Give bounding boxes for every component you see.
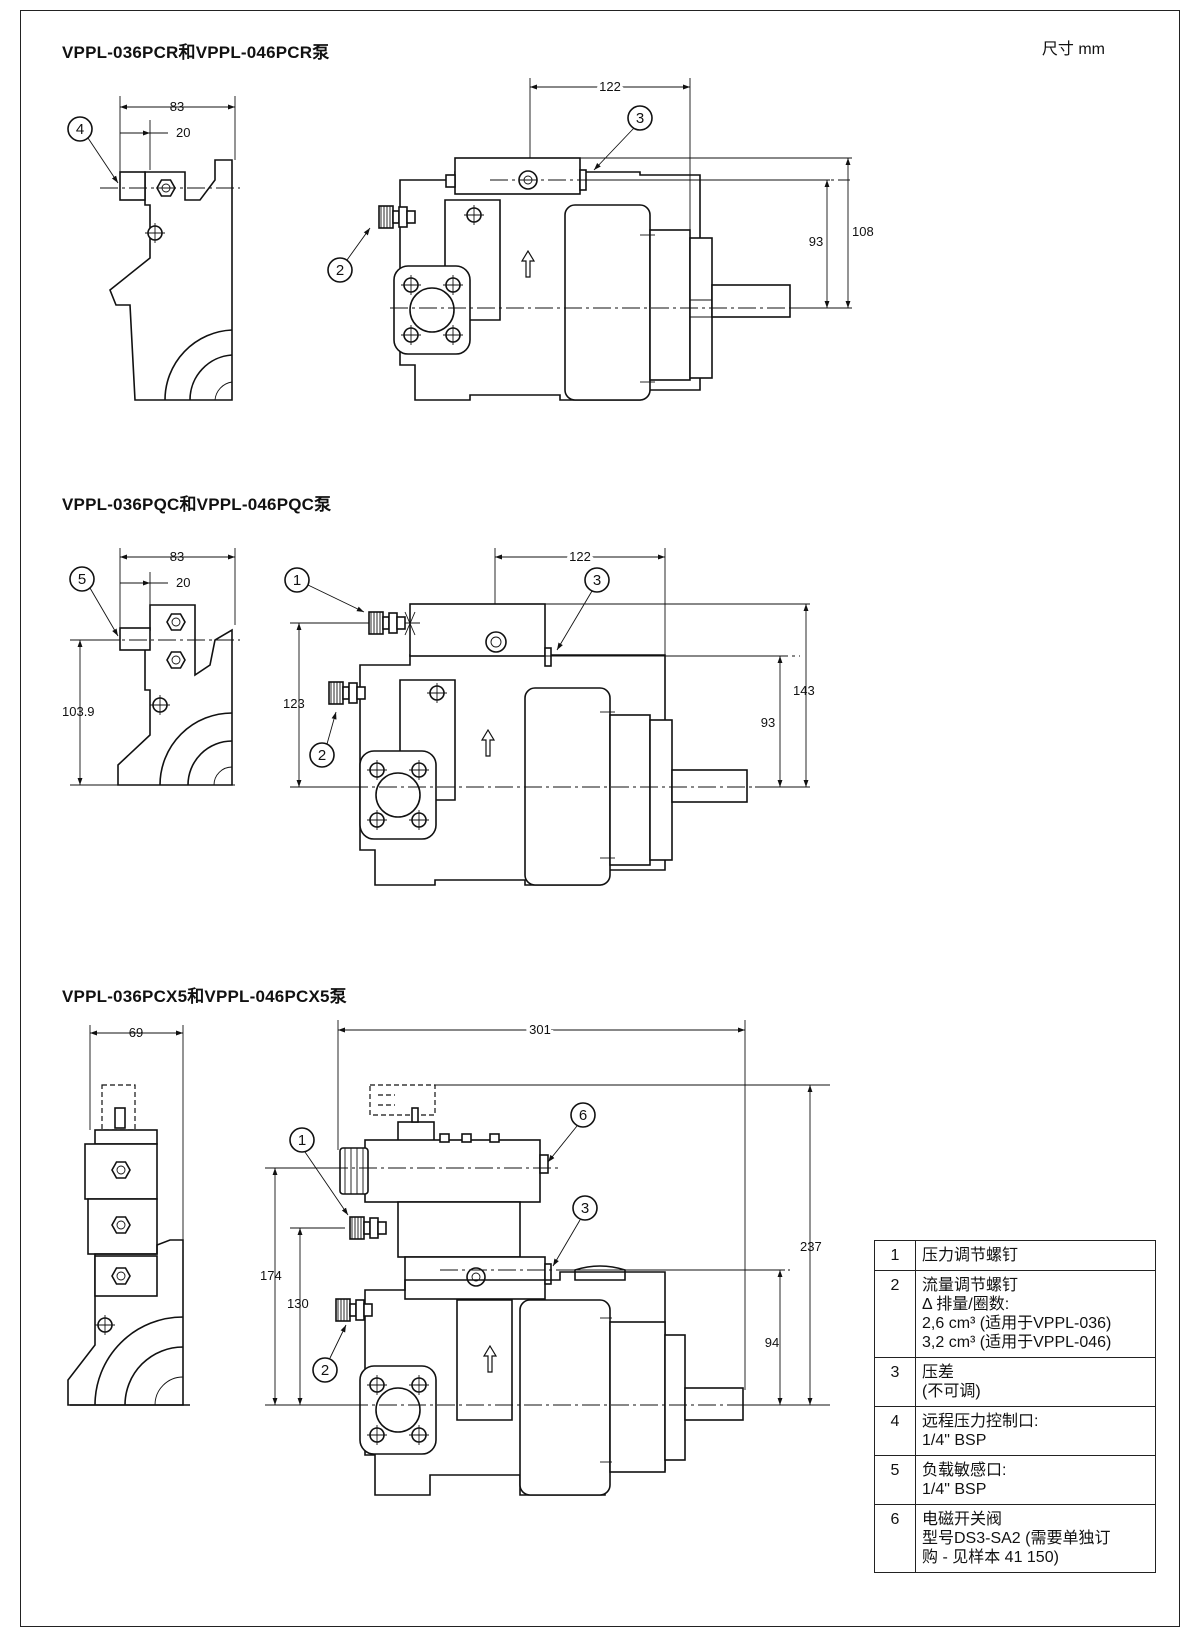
callout-6: 6 (579, 1107, 587, 1124)
legend-line: 压差 (922, 1364, 955, 1381)
pqc-front-view: 122 122 93 143 123 (283, 546, 815, 886)
section-title-pcr: VPPL-036PCR和VPPL-046PCR泵 (62, 43, 330, 62)
legend-desc: 压力调节螺钉 (915, 1240, 1156, 1271)
dim-122-bg: 122 (599, 79, 621, 94)
dim-69: 69 (129, 1025, 143, 1040)
dim-20: 20 (176, 575, 190, 590)
dim-83: 83 (170, 549, 184, 564)
legend-row: 3 压差 (不可调) (874, 1357, 1156, 1407)
legend-table: 1 压力调节螺钉 2 流量调节螺钉 Δ 排量/圈数: 2,6 cm³ (适用于V… (874, 1240, 1156, 1573)
dim-143: 143 (793, 683, 815, 698)
legend-line: 2,6 cm³ (适用于VPPL-036) (922, 1315, 1112, 1332)
legend-line: 电磁开关阀 (922, 1511, 1003, 1528)
dim-237: 237 (800, 1239, 822, 1254)
dim-20: 20 (176, 125, 190, 140)
callout-4: 4 (76, 121, 84, 138)
legend-row: 5 负载敏感口: 1/4" BSP (874, 1455, 1156, 1505)
legend-desc: 电磁开关阀 型号DS3-SA2 (需要单独订 购 - 见样本 41 150) (915, 1504, 1156, 1573)
pcr-front-view: 122 122 93 108 3 (327, 76, 874, 401)
section-title-pqc: VPPL-036PQC和VPPL-046PQC泵 (62, 495, 332, 514)
dim-122: 122 (569, 549, 591, 564)
dim-122-bg: 122 (569, 549, 591, 564)
legend-num: 1 (874, 1240, 916, 1271)
drawing-frame (20, 10, 1180, 1627)
legend-row: 4 远程压力控制口: 1/4" BSP (874, 1406, 1156, 1456)
callout-1: 1 (293, 572, 301, 589)
legend-num: 6 (874, 1504, 916, 1573)
legend-line: 购 - 见样本 41 150) (922, 1549, 1059, 1566)
legend-line: 型号DS3-SA2 (需要单独订 (922, 1530, 1111, 1547)
legend-row: 6 电磁开关阀 型号DS3-SA2 (需要单独订 购 - 见样本 41 150) (874, 1504, 1156, 1573)
dim-108: 108 (852, 224, 874, 239)
dim-174: 174 (260, 1268, 282, 1283)
pqc-side-view: 83 20 103.9 5 (62, 548, 240, 786)
units-label: 尺寸 mm (1041, 41, 1105, 58)
legend-num: 4 (874, 1406, 916, 1456)
callout-5: 5 (78, 571, 86, 588)
legend-line: 远程压力控制口: (922, 1413, 1039, 1430)
legend-row: 2 流量调节螺钉 Δ 排量/圈数: 2,6 cm³ (适用于VPPL-036) … (874, 1270, 1156, 1358)
callout-3: 3 (593, 572, 601, 589)
dim-122: 122 (599, 79, 621, 94)
dim-83: 83 (170, 99, 184, 114)
callout-3: 3 (636, 110, 644, 127)
legend-line: Δ 排量/圈数: (922, 1296, 1010, 1313)
dim-130: 130 (287, 1296, 309, 1311)
legend-num: 2 (874, 1270, 916, 1358)
callout-2: 2 (321, 1362, 329, 1379)
dim-94: 94 (765, 1335, 779, 1350)
dim-93: 93 (809, 234, 823, 249)
dim-301: 301 (529, 1022, 551, 1037)
legend-desc: 负载敏感口: 1/4" BSP (915, 1455, 1156, 1505)
legend-num: 5 (874, 1455, 916, 1505)
legend-desc: 压差 (不可调) (915, 1357, 1156, 1407)
legend-line: (不可调) (922, 1383, 981, 1400)
dim-301-bg: 301 (529, 1022, 551, 1037)
pcr-side-view: 83 20 4 (67, 96, 240, 401)
legend-line: 1/4" BSP (922, 1432, 987, 1449)
legend-line: 1/4" BSP (922, 1481, 987, 1498)
legend-line: 3,2 cm³ (适用于VPPL-046) (922, 1334, 1112, 1351)
callout-2: 2 (318, 747, 326, 764)
legend-line: 流量调节螺钉 (922, 1277, 1019, 1294)
legend-num: 3 (874, 1357, 916, 1407)
legend-row: 1 压力调节螺钉 (874, 1240, 1156, 1271)
callout-3: 3 (581, 1200, 589, 1217)
dim-93: 93 (761, 715, 775, 730)
callout-1: 1 (298, 1132, 306, 1149)
legend-line: 压力调节螺钉 (922, 1247, 1019, 1264)
legend-desc: 远程压力控制口: 1/4" BSP (915, 1406, 1156, 1456)
legend-line: 负载敏感口: (922, 1462, 1007, 1479)
dim-103-9: 103.9 (62, 704, 95, 719)
legend-desc: 流量调节螺钉 Δ 排量/圈数: 2,6 cm³ (适用于VPPL-036) 3,… (915, 1270, 1156, 1358)
dim-123: 123 (283, 696, 305, 711)
pcx5-side-view: 69 (67, 1025, 190, 1406)
section-title-pcx5: VPPL-036PCX5和VPPL-046PCX5泵 (62, 987, 347, 1006)
callout-2: 2 (336, 262, 344, 279)
pcx5-front-view: 301 301 94 237 174 130 (260, 1019, 830, 1496)
